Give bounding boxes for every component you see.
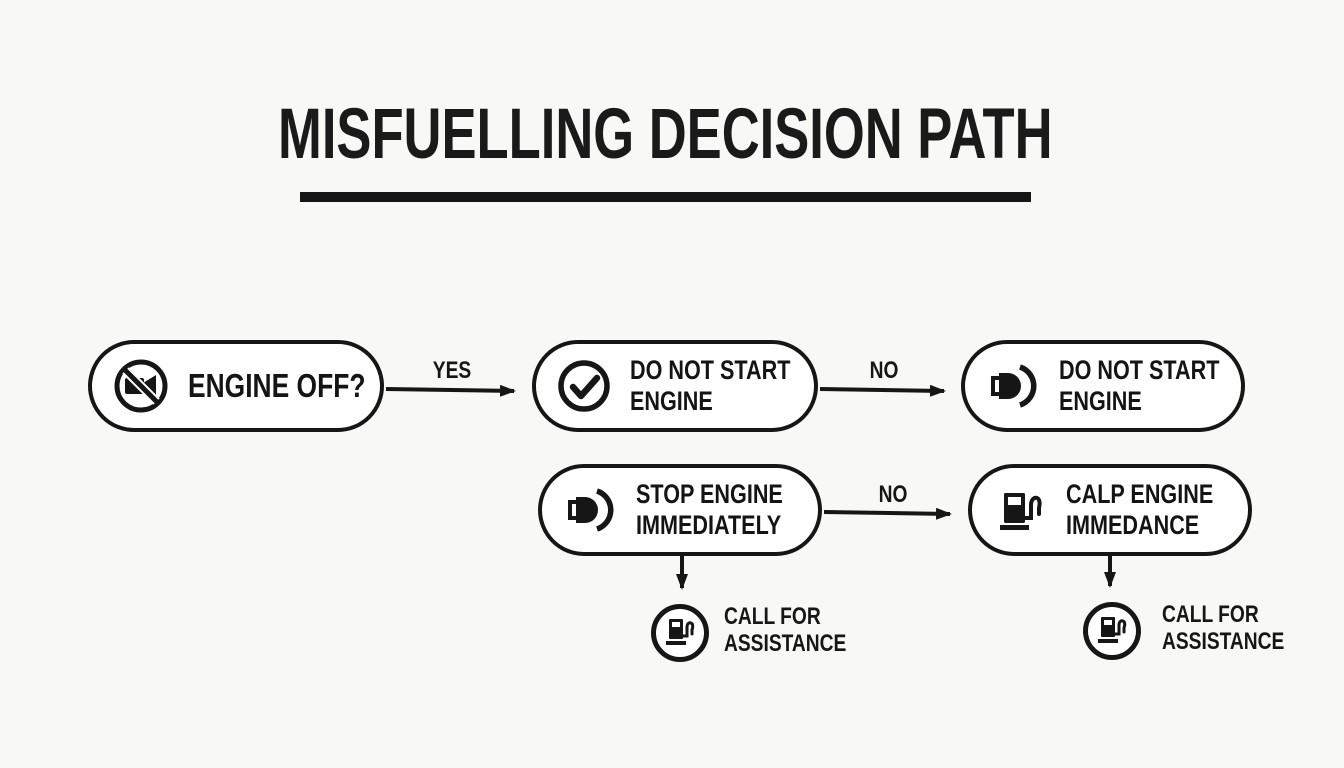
node-label: DO NOT START ENGINE bbox=[1059, 355, 1219, 417]
fuel-pump-icon bbox=[992, 482, 1048, 538]
title-block: MISFUELLING DECISION PATH bbox=[0, 94, 1330, 175]
node-calp-engine: CALP ENGINE IMMEDANCE bbox=[968, 464, 1252, 556]
node-label: STOP ENGINE IMMEDIATELY bbox=[636, 479, 783, 541]
fuel-nozzle-icon bbox=[985, 358, 1041, 414]
fuel-nozzle-icon bbox=[562, 482, 618, 538]
node-do-not-start-right: DO NOT START ENGINE bbox=[961, 340, 1245, 432]
node-label: CALP ENGINE IMMEDANCE bbox=[1066, 479, 1213, 541]
node-label-line1: CALP ENGINE bbox=[1066, 479, 1214, 509]
edge-label-yes: YES bbox=[432, 357, 472, 384]
check-circle-icon bbox=[556, 358, 612, 414]
arrow-yes bbox=[385, 384, 516, 397]
fuel-pump-circle-icon bbox=[1091, 610, 1133, 652]
node-label-line2: ENGINE bbox=[630, 386, 713, 416]
node-label: ENGINE OFF? bbox=[188, 367, 366, 404]
label-call-assistance-right: CALL FOR ASSISTANCE bbox=[1162, 601, 1284, 655]
node-do-not-start-top: DO NOT START ENGINE bbox=[532, 340, 818, 432]
edge-label-no-bottom: NO bbox=[878, 481, 908, 508]
node-stop-engine: STOP ENGINE IMMEDIATELY bbox=[538, 464, 822, 556]
node-label-line2: IMMEDANCE bbox=[1066, 510, 1200, 540]
node-engine-off: ENGINE OFF? bbox=[88, 340, 384, 432]
call-line2: ASSISTANCE bbox=[724, 630, 847, 657]
edge-label-no-top: NO bbox=[869, 357, 899, 384]
badge-call-assistance-right bbox=[1083, 602, 1141, 660]
fuel-pump-circle-icon bbox=[659, 612, 701, 654]
page-title: MISFUELLING DECISION PATH bbox=[277, 95, 1053, 174]
node-label-line2: ENGINE bbox=[1059, 386, 1142, 416]
title-underline bbox=[300, 192, 1031, 202]
badge-call-assistance-left bbox=[651, 604, 709, 662]
node-label: DO NOT START ENGINE bbox=[630, 355, 790, 417]
no-engine-icon bbox=[112, 357, 170, 415]
node-label-line1: DO NOT START bbox=[1059, 355, 1220, 385]
node-label-line1: STOP ENGINE bbox=[636, 479, 783, 509]
call-line1: CALL FOR bbox=[1162, 601, 1259, 628]
arrow-no-top bbox=[819, 384, 946, 397]
node-label-line1: DO NOT START bbox=[630, 355, 791, 385]
call-line2: ASSISTANCE bbox=[1162, 628, 1285, 655]
arrow-no-bottom bbox=[823, 507, 952, 520]
call-line1: CALL FOR bbox=[724, 603, 821, 630]
node-label-line2: IMMEDIATELY bbox=[636, 510, 782, 540]
label-call-assistance-left: CALL FOR ASSISTANCE bbox=[724, 603, 846, 657]
